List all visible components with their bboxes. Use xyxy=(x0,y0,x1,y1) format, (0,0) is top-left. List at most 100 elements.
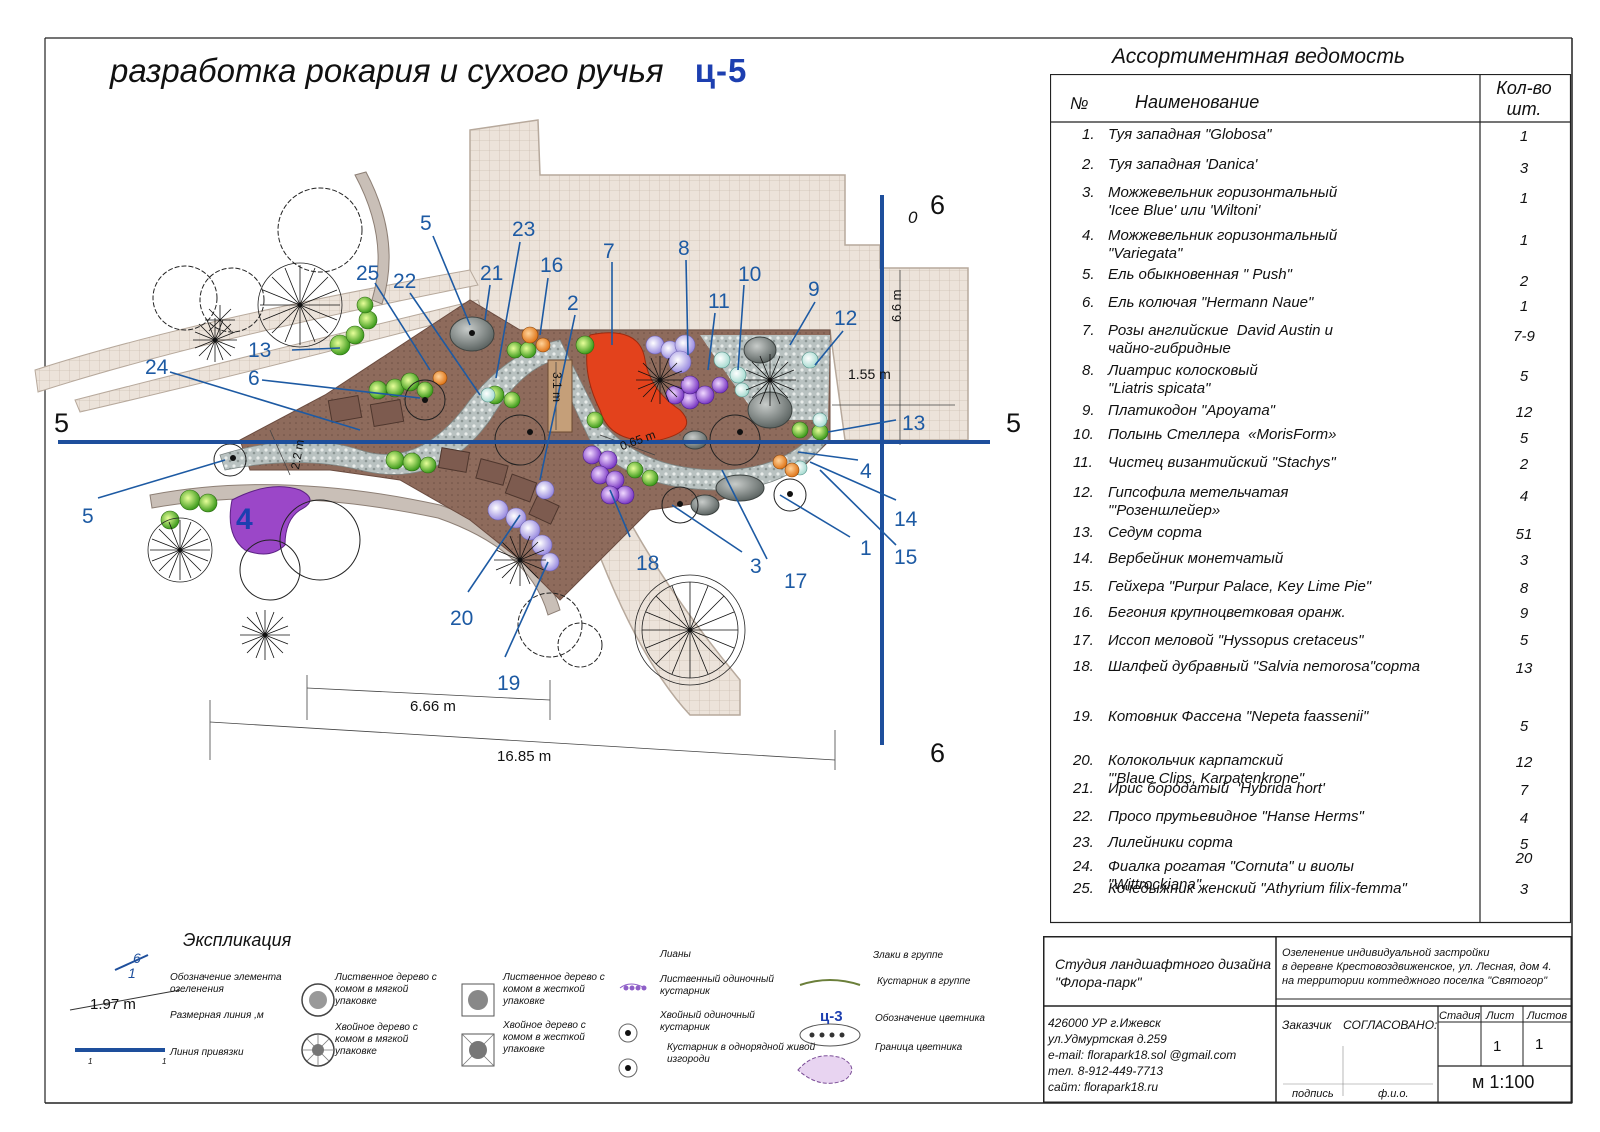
conifer-trees xyxy=(147,262,796,686)
table-row-qty: 5 xyxy=(1519,368,1529,385)
stamp-stage: Стадия xyxy=(1439,1010,1481,1022)
bed-code: ц-3 xyxy=(820,1008,843,1025)
table-row-number: 4. xyxy=(1082,227,1095,244)
table-row-qty: 3 xyxy=(1519,160,1529,177)
hedge-label: Кустарник в однорядной живой изгороди xyxy=(667,1042,816,1065)
callout: 23 xyxy=(512,218,536,241)
stamp-grid xyxy=(1043,936,1573,1104)
section-mark-bottom: 6 xyxy=(930,738,946,768)
bind-line-label: Линия привязки xyxy=(170,1047,244,1058)
section-mark-right: 5 xyxy=(1006,408,1022,438)
legend-dim-value: 1.97 m xyxy=(90,996,136,1013)
callout: 4 xyxy=(860,460,872,483)
table-row-number: 6. xyxy=(1082,294,1095,311)
table-row-qty: 5 xyxy=(1519,430,1529,447)
callout: 10 xyxy=(738,263,762,286)
stone-wall-curve xyxy=(354,171,390,305)
title-code: ц-5 xyxy=(694,52,748,89)
table-row-qty: 12 xyxy=(1515,404,1533,421)
table-row-name: Шалфей дубравный "Salvia nemorosa"сорта xyxy=(1108,658,1420,675)
deciduous-trees xyxy=(152,187,807,668)
conif-shrub-label: Хвойный одиночный кустарник xyxy=(660,1010,755,1033)
legend-symbols xyxy=(69,954,861,1084)
callout: 22 xyxy=(393,270,417,293)
col-no-header: № xyxy=(1070,94,1089,113)
table-row-number: 23. xyxy=(1073,834,1094,851)
table-row-name: Седум сорта xyxy=(1108,524,1202,541)
table-row-qty: 5 xyxy=(1519,836,1529,853)
legend-title: Экспликация xyxy=(183,930,292,950)
table-row-qty: 4 xyxy=(1519,488,1529,505)
dim-66: 6.6 m xyxy=(889,289,904,322)
table-row-qty: 7-9 xyxy=(1513,328,1535,345)
table-row-name: Котовник Фассена "Nepeta faassenii" xyxy=(1108,708,1369,725)
dim-1685: 16.85 m xyxy=(497,748,552,765)
callout: 20 xyxy=(450,607,474,630)
callout: 19 xyxy=(497,672,521,695)
callout: 7 xyxy=(603,240,615,263)
table-row-qty: 2 xyxy=(1519,456,1529,473)
table-row-number: 20. xyxy=(1073,752,1094,769)
table-title: Ассортиментная ведомость xyxy=(1112,45,1406,68)
plan-callouts: 5 23 21 16 7 8 10 25 22 2 11 9 12 13 24 … xyxy=(82,212,926,695)
table-row-number: 25. xyxy=(1073,880,1094,897)
grass-group-label: Злаки в группе xyxy=(873,950,944,961)
callout: 2 xyxy=(567,292,579,315)
table-row-number: 18. xyxy=(1073,658,1094,675)
callout: 13 xyxy=(902,412,926,435)
juniper-bed xyxy=(229,486,311,555)
callout: 17 xyxy=(784,570,808,593)
stamp-sheet: Лист xyxy=(1486,1010,1515,1022)
table-row-number: 11. xyxy=(1073,454,1093,471)
conif-hard-label: Хвойное дерево с комом в жесткой упаковк… xyxy=(503,1020,586,1055)
page-title: разработка рокария и сухого ручья ц-5 xyxy=(110,52,747,90)
stamp-address: 426000 УР г.Ижевск ул.Удмуртская д.259 e… xyxy=(1048,1016,1237,1094)
table-row-name: Можжевельник горизонтальный "Variegata" xyxy=(1108,227,1338,262)
table-row-name: Гипсофила метельчатая "'Розеншлейер» xyxy=(1108,484,1289,519)
table-row-number: 3. xyxy=(1082,184,1095,201)
stamp-sheet-no: 1 xyxy=(1493,1038,1502,1055)
table-row-name: Иссоп меловой "Hyssopus cretaceus" xyxy=(1108,632,1364,649)
table-row-name: Ель колючая "Hermann Naue" xyxy=(1108,294,1314,311)
callout: 5 xyxy=(82,505,94,528)
stepping-stones xyxy=(327,394,560,525)
table-row-name: Лиатрис колосковый "Liatris spicata" xyxy=(1108,362,1258,397)
table-row-name: Лилейники сорта xyxy=(1108,834,1233,851)
section-mark-left: 5 xyxy=(54,408,70,438)
table-row-name: Туя западная "Globosa" xyxy=(1108,126,1272,143)
table-row-number: 19. xyxy=(1073,708,1094,725)
decid-soft-label: Лиственное дерево с комом в мягкой упако… xyxy=(335,972,437,1007)
callout: 8 xyxy=(678,237,690,260)
table-row-name: Туя западная 'Danica' xyxy=(1108,156,1258,173)
callout: 11 xyxy=(708,290,730,313)
table-row-name: Просо прутьевидное "Hanse Herms" xyxy=(1108,808,1364,825)
table-row-name: Колокольчик карпатский "'Blaue Clips, Ka… xyxy=(1108,752,1305,787)
table-row-qty: 4 xyxy=(1519,810,1529,827)
table-row-number: 17. xyxy=(1073,632,1094,649)
col-name-header: Наименование xyxy=(1135,92,1260,112)
callout: 3 xyxy=(750,555,762,578)
table-row-name: Ирис бородатый 'Hybrida hort' xyxy=(1108,780,1325,797)
conif-soft-label: Хвойное дерево с комом в мягкой упаковке xyxy=(335,1022,418,1057)
table-row-name: Чистец византийский "Stachys" xyxy=(1108,454,1336,471)
stamp-customer: Заказчик xyxy=(1282,1018,1332,1032)
table-row-name: Фиалка рогатая "Cornuta" и виолы "Wittro… xyxy=(1108,858,1354,893)
callout-leaders xyxy=(97,235,897,658)
callout: 6 xyxy=(248,367,260,390)
table-row-qty: 1 xyxy=(1519,232,1529,249)
bind-line-end-right: 1 xyxy=(162,1057,167,1066)
table-row-name: Ель обыкновенная " Push" xyxy=(1108,266,1292,283)
callout: 5 xyxy=(420,212,432,235)
table-row-number: 14. xyxy=(1073,550,1094,567)
callout: 1 xyxy=(860,537,872,560)
callout: 4 xyxy=(236,503,253,536)
decid-shrub-label: Лиственный одиночный кустарник xyxy=(660,974,774,997)
section-mark-top: 6 xyxy=(930,190,946,220)
table-grid xyxy=(1050,74,1572,924)
callout: 16 xyxy=(540,254,564,277)
dim-666: 6.66 m xyxy=(410,698,456,715)
plant-salvia xyxy=(582,375,729,505)
table-row-number: 13. xyxy=(1073,524,1094,541)
